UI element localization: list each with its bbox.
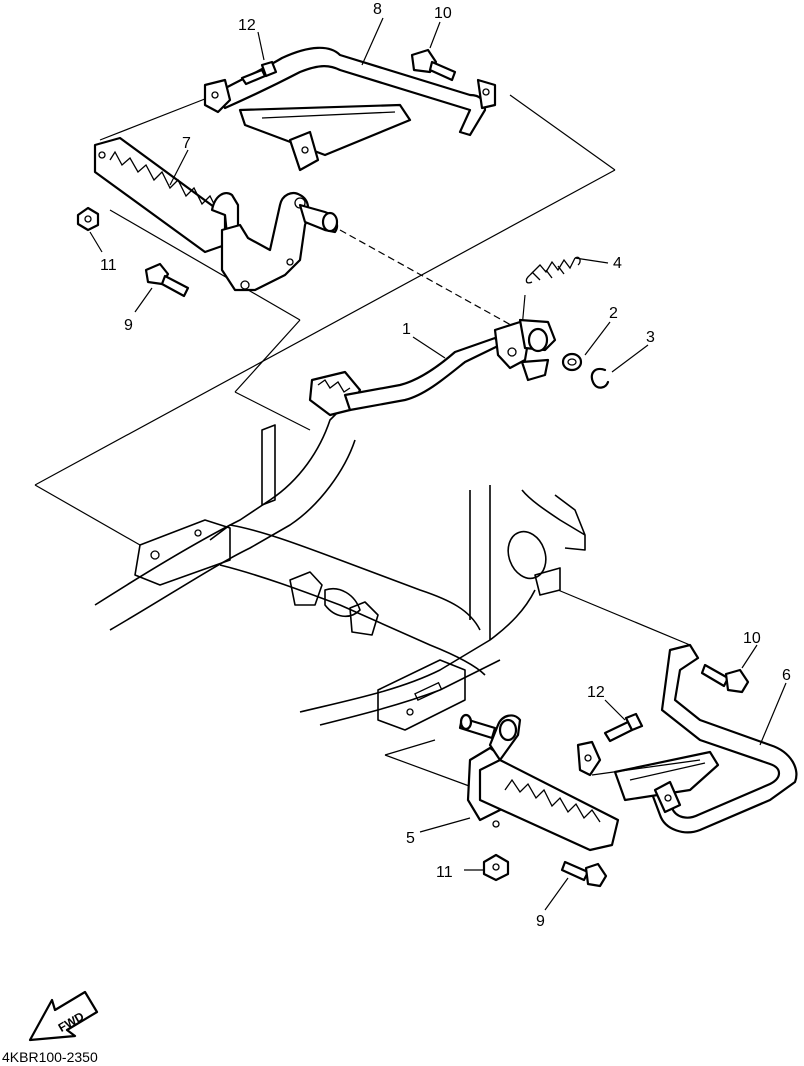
callout-10-lower: 10 <box>743 630 761 647</box>
callout-6: 6 <box>782 667 791 684</box>
callout-12-upper: 12 <box>238 17 256 34</box>
part-5-footrest-right <box>458 713 620 852</box>
callout-12-lower: 12 <box>587 684 605 701</box>
callout-8: 8 <box>373 1 382 18</box>
callout-1: 1 <box>402 321 411 338</box>
callout-7: 7 <box>182 135 191 152</box>
callout-2: 2 <box>609 305 618 322</box>
part-11-nut-lower <box>482 853 510 882</box>
part-9-bolt-lower <box>560 860 608 888</box>
part-1-brake-pedal <box>308 318 557 417</box>
callout-5: 5 <box>406 830 415 847</box>
callout-9-lower: 9 <box>536 913 545 930</box>
part-2-washer <box>561 352 583 372</box>
part-4-return-spring <box>525 256 581 284</box>
callout-3: 3 <box>646 329 655 346</box>
part-10-bolt-upper <box>410 48 457 82</box>
part-3-circlip <box>590 367 610 389</box>
callout-11-lower: 11 <box>436 864 453 881</box>
callout-11-upper: 11 <box>100 257 117 274</box>
part-12-bolt-upper <box>240 60 278 86</box>
callout-labels: 8 12 10 7 11 9 1 4 2 3 10 6 12 5 11 9 <box>100 1 791 930</box>
callout-10-upper: 10 <box>434 5 452 22</box>
part-10-bolt-lower <box>700 663 750 694</box>
vehicle-frame <box>94 404 586 731</box>
callout-leaders <box>89 17 787 911</box>
part-11-nut-upper <box>76 206 100 232</box>
callout-4: 4 <box>613 255 622 272</box>
part-7-footrest-left <box>93 136 339 292</box>
part-12-bolt-lower <box>603 712 644 743</box>
diagram-code: 4KBR100-2350 <box>2 1049 98 1065</box>
callout-9-upper: 9 <box>124 317 133 334</box>
part-9-bolt-upper <box>144 262 190 298</box>
fwd-arrow-icon: FWD <box>28 990 99 1042</box>
part-6-footrest-guard-lower <box>576 643 798 834</box>
part-8-footrest-guard-upper <box>203 46 497 172</box>
